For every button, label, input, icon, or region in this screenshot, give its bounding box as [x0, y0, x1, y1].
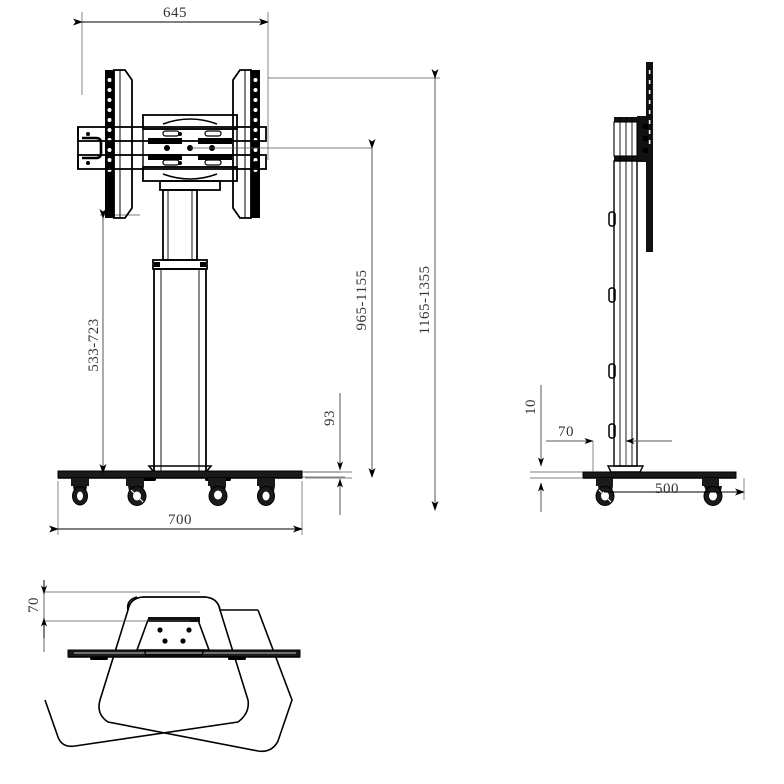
caster-3: [208, 478, 228, 506]
side-panel-edge: [646, 62, 653, 252]
dimension-70: 70: [546, 424, 672, 472]
base-assembly-front: [57, 470, 303, 506]
dimension-1165-1355: 1165-1355: [417, 69, 439, 511]
dimension-533-723: 533-723: [86, 209, 107, 474]
bottom-base-plate: [67, 649, 301, 660]
side-panel-perforations: [648, 70, 651, 144]
left-vertical-rail: [105, 69, 133, 219]
front-witness-lines: [81, 12, 440, 478]
dimension-93-label: 93: [322, 410, 338, 426]
dimension-533-723-label: 533-723: [86, 318, 102, 372]
dimension-645: 645: [73, 5, 269, 26]
bracket-neck: [159, 180, 221, 191]
dimension-645-label: 645: [163, 5, 187, 21]
side-caster-left: [595, 478, 615, 506]
bottom-outline: [98, 609, 293, 753]
dimension-93: 93: [305, 393, 352, 515]
center-mount-plate: [142, 114, 268, 182]
dimension-700: 700: [49, 481, 303, 535]
dimension-965-1155: 965-1155: [354, 139, 376, 478]
right-vertical-rail: [232, 69, 260, 219]
dimension-500: 500: [604, 478, 745, 500]
dimension-70-bottom: 70: [26, 580, 200, 652]
telescoping-column: [147, 189, 213, 473]
bottom-perspective-view: 70: [26, 580, 301, 753]
bottom-top-edge: [127, 596, 221, 611]
dimension-1165-1355-label: 1165-1355: [417, 266, 433, 335]
dimension-10: 10: [523, 385, 583, 512]
caster-4: [257, 478, 275, 506]
side-column: [606, 160, 645, 473]
dimension-70-label: 70: [558, 424, 574, 440]
dimension-10-label: 10: [523, 399, 539, 415]
dimension-70-bottom-label: 70: [26, 597, 42, 613]
caster-2: [126, 478, 147, 506]
dimension-500-label: 500: [655, 481, 679, 497]
side-base-assembly: [582, 471, 737, 506]
dimension-700-label: 700: [168, 512, 192, 528]
bottom-outline-left: [44, 596, 250, 748]
dimension-965-1155-label: 965-1155: [354, 270, 370, 331]
side-elevation-view: 10 70 500: [523, 62, 745, 512]
column-lower-tube: [153, 268, 207, 473]
tv-mount-bracket: [77, 69, 268, 219]
column-collar: [152, 259, 208, 270]
side-bracket-block: [613, 116, 648, 162]
bottom-mount-plate: [135, 617, 211, 656]
front-elevation-view: 645: [49, 5, 440, 535]
caster-1: [71, 478, 89, 506]
